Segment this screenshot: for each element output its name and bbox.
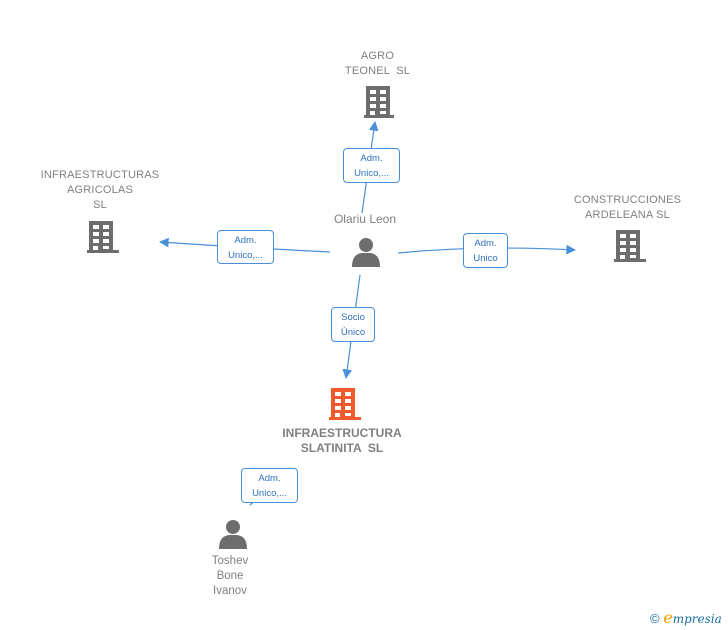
building-icon[interactable] xyxy=(87,221,119,253)
edge-label-line: Único xyxy=(340,327,366,338)
label-line: Olariu Leon xyxy=(333,212,397,226)
node-label-infra-agricolas[interactable]: INFRAESTRUCTURAS AGRICOLAS SL xyxy=(30,168,170,213)
building-icon[interactable] xyxy=(364,86,394,118)
node-label-construcciones-ardeleana[interactable]: CONSTRUCCIONES ARDELEANA SL xyxy=(560,193,695,223)
label-line: INFRAESTRUCTURAS xyxy=(40,169,160,181)
label-line: CONSTRUCCIONES xyxy=(573,194,682,206)
copyright-icon: © xyxy=(650,611,660,626)
edge-label-line: Unico,... xyxy=(354,168,389,179)
node-label-olariu-leon[interactable]: Olariu Leon xyxy=(310,212,420,227)
node-label-infra-slatinita[interactable]: INFRAESTRUCTURA SLATINITA SL xyxy=(262,426,422,456)
edge-label-agricolas[interactable]: Adm. Unico,... xyxy=(217,230,274,264)
label-line: INFRAESTRUCTURA xyxy=(282,426,402,440)
label-line: AGRO xyxy=(360,50,395,62)
person-icon[interactable] xyxy=(219,520,247,549)
node-label-toshev[interactable]: Toshev Bone Ivanov xyxy=(195,554,265,599)
label-line: Ivanov xyxy=(213,585,247,597)
label-line: AGRICOLAS xyxy=(67,184,133,196)
label-line: Bone xyxy=(216,570,244,582)
label-line: TEONEL SL xyxy=(344,65,411,77)
label-line: ARDELEANA SL xyxy=(585,209,670,221)
edge-label-toshev[interactable]: Adm. Unico,... xyxy=(241,468,298,503)
edge-label-slatinita[interactable]: Socio Único xyxy=(331,307,375,342)
edge-label-ardeleana[interactable]: Adm. Unico xyxy=(463,233,508,268)
edge-label-line: Adm. xyxy=(474,238,497,249)
node-label-agro-teonel[interactable]: AGRO TEONEL SL xyxy=(315,49,440,79)
label-line: SLATINITA SL xyxy=(300,441,384,455)
building-icon[interactable] xyxy=(614,230,646,262)
brand-initial: e xyxy=(663,608,673,627)
edge-label-line: Unico xyxy=(473,253,498,264)
edge-label-line: Unico,... xyxy=(252,488,287,499)
brand-name: mpresia xyxy=(672,612,722,626)
building-icon-focus[interactable] xyxy=(329,388,361,420)
edge-label-agro[interactable]: Adm. Unico,... xyxy=(343,148,400,183)
edge-label-line: Adm. xyxy=(234,235,257,246)
edge-label-line: Socio xyxy=(341,312,365,323)
label-line: SL xyxy=(93,199,107,211)
label-line: Toshev xyxy=(211,555,249,567)
edge-label-line: Adm. xyxy=(258,473,281,484)
person-icon[interactable] xyxy=(352,238,380,267)
edge-label-line: Adm. xyxy=(360,153,383,164)
empresia-logo[interactable]: © empresia xyxy=(650,608,722,627)
edge-label-line: Unico,... xyxy=(228,250,263,261)
